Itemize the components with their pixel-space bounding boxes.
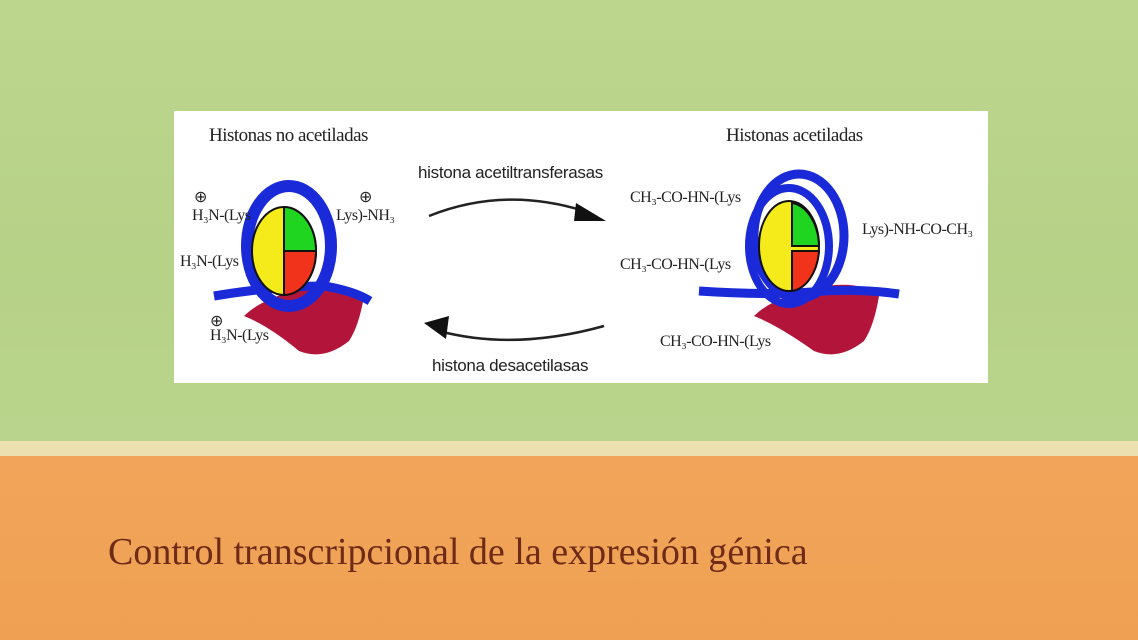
charge-icon: ⊕ (359, 189, 372, 206)
label-acetyl-lys-4: CH₃-CO-HN-(Lys (660, 333, 771, 350)
nucleosome-acetylated (698, 169, 900, 355)
reverse-arrow (438, 324, 605, 342)
label-acetyl-lys-3: CH₃-CO-HN-(Lys (620, 256, 731, 273)
divider-stripe (0, 441, 1138, 456)
nucleosome-unacetylated (213, 180, 373, 355)
reverse-enzyme-label: histona desacetilasas (432, 356, 589, 375)
forward-arrowhead (574, 203, 606, 221)
charge-icon: ⊕ (194, 189, 207, 206)
label-acetyl-lys-2: Lys)-NH-CO-CH₃ (862, 221, 973, 238)
label-acetyl-lys-1: CH₃-CO-HN-(Lys (630, 189, 741, 206)
reverse-arrowhead (424, 316, 449, 339)
forward-arrow (428, 198, 585, 218)
forward-enzyme-label: histona acetiltransferasas (418, 163, 603, 182)
charge-icon: ⊕ (210, 313, 223, 330)
label-lys-2: Lys)-NH₃ (336, 207, 395, 224)
label-lys-3: H₃N-(Lys (180, 253, 239, 270)
slide-background-bottom (0, 456, 1138, 640)
heading-acetylated: Histonas acetiladas (726, 125, 863, 146)
label-lys-1: H₃N-(Lys (192, 207, 251, 224)
label-lys-4: H₃N-(Lys (210, 327, 269, 344)
slide-title: Control transcripcional de la expresión … (108, 531, 808, 573)
histone-acetylation-diagram: Histonas no acetiladas ⊕ ⊕ H₃N-(Lys Lys)… (174, 111, 988, 383)
heading-unacetylated: Histonas no acetiladas (209, 125, 368, 146)
